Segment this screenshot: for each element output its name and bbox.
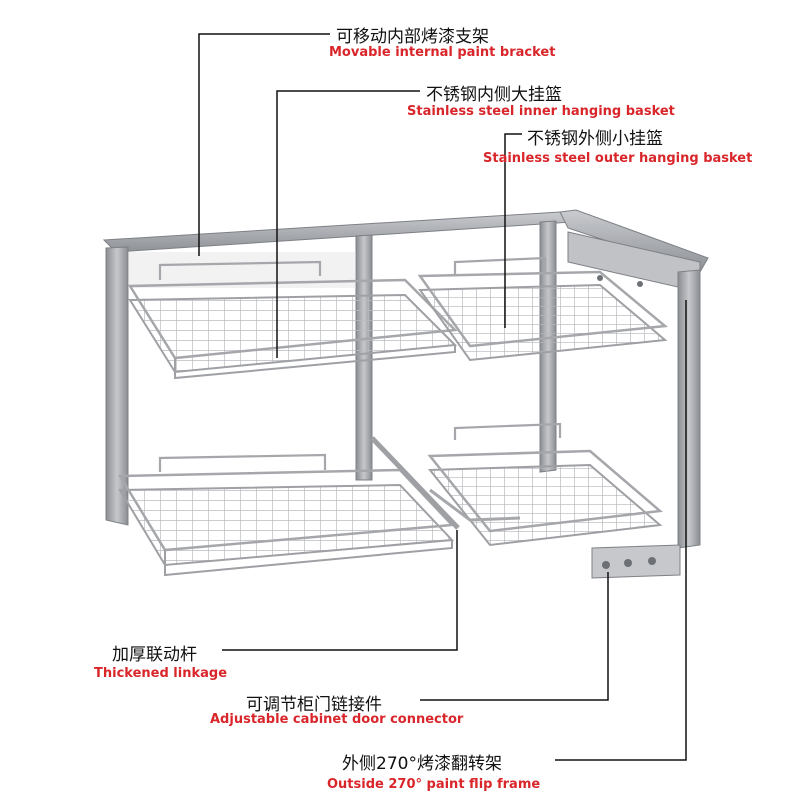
- connector-screw: [648, 557, 656, 565]
- leader-linkage: [222, 530, 458, 651]
- slide-screw: [637, 281, 643, 287]
- label-door-connector-en: Adjustable cabinet door connector: [210, 712, 464, 727]
- label-flip-frame-en: Outside 270° paint flip frame: [327, 777, 541, 792]
- inner-basket-upper: [127, 260, 458, 380]
- slide-screw: [597, 275, 603, 281]
- basket-back-rail: [453, 256, 547, 276]
- label-outer-basket-cn: 不锈钢外侧小挂篮: [527, 129, 663, 149]
- label-outer-basket-en: Stainless steel outer hanging basket: [483, 151, 753, 166]
- flip-frame-post: [677, 269, 701, 549]
- label-door-connector-cn: 可调节柜门链接件: [246, 695, 382, 715]
- label-bracket-cn: 可移动内部烤漆支架: [336, 27, 489, 47]
- outer-basket-upper: [417, 256, 669, 362]
- basket-rim: [427, 449, 663, 533]
- linkage-rod: [370, 436, 460, 530]
- top-rail: [102, 211, 574, 253]
- center-post: [355, 234, 373, 481]
- basket-back-rail: [158, 260, 322, 280]
- left-post: [105, 246, 129, 526]
- leader-lines: [198, 33, 687, 761]
- label-linkage-en: Thickened linkage: [94, 666, 228, 681]
- label-inner-basket-en: Stainless steel inner hanging basket: [407, 104, 675, 119]
- basket-front-handle: [174, 345, 456, 380]
- basket-floor: [427, 463, 663, 547]
- connector-screw: [602, 561, 610, 569]
- label-linkage-cn: 加厚联动杆: [112, 645, 197, 665]
- leader-door-connector: [420, 572, 609, 701]
- leader-bracket: [198, 33, 330, 256]
- label-bracket-en: Movable internal paint bracket: [329, 45, 556, 60]
- basket-back-rail: [158, 453, 327, 472]
- basket-back-rail: [453, 422, 562, 440]
- leader-outer-basket: [504, 133, 522, 328]
- basket-rim: [417, 270, 669, 348]
- linkage-arm: [429, 488, 521, 522]
- door-connector-plate: [591, 544, 681, 579]
- slide-mechanism: [559, 209, 709, 579]
- basket-floor: [418, 283, 668, 362]
- inner-basket-lower: [117, 453, 455, 577]
- leader-inner-basket: [276, 90, 420, 358]
- label-flip-frame-cn: 外侧270°烤漆翻转架: [342, 754, 502, 774]
- basket-floor: [128, 293, 458, 374]
- leader-flip-frame: [555, 300, 687, 761]
- connector-screw: [624, 559, 632, 567]
- basket-front-handle: [164, 540, 453, 577]
- label-inner-basket-cn: 不锈钢内侧大挂篮: [426, 85, 562, 105]
